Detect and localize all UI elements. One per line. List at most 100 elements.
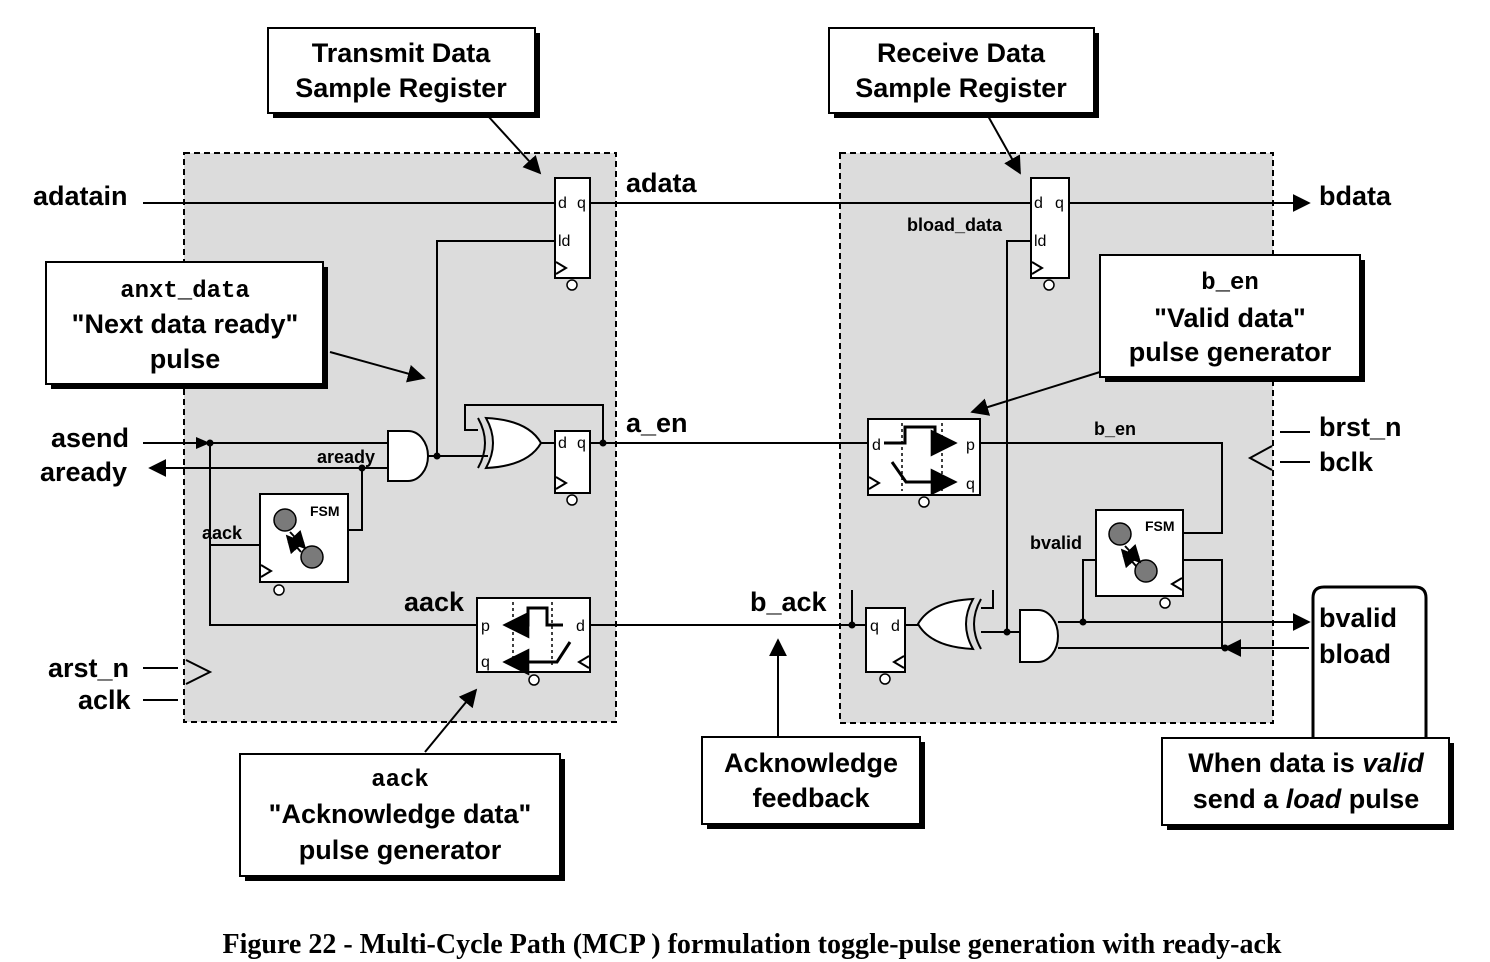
aack-callout-line1: "Acknowledge data" <box>269 799 532 829</box>
bclk-input-symbol <box>1247 445 1273 471</box>
a-fsm-state-2 <box>300 545 324 569</box>
aclk-input-symbol <box>185 659 213 685</box>
b-fsm-block <box>1095 509 1184 597</box>
a-fsm-reset-bubble <box>273 584 285 596</box>
anxt-callout <box>45 261 324 385</box>
b-fsm-reset-bubble <box>1159 597 1171 609</box>
b-xor-back-curve <box>973 598 982 650</box>
when-valid-callout <box>1161 737 1450 826</box>
signal-bload-data: bload_data <box>907 215 1003 235</box>
rx-register-title-2: Sample Register <box>855 73 1067 103</box>
signal-aack-internal: aack <box>202 523 243 543</box>
when-valid-line1: When data is valid <box>1188 748 1424 778</box>
port-asend: asend <box>51 423 129 453</box>
aack-callout-signal: aack <box>371 767 429 794</box>
signal-b-en-internal: b_en <box>1094 419 1136 439</box>
aack-gen-reset-bubble <box>528 674 540 686</box>
anxt-callout-line1: "Next data ready" <box>72 309 299 339</box>
b-xor-feedback-wire <box>981 590 994 609</box>
a-toggle-flop <box>554 430 591 494</box>
rx-data-register <box>1030 177 1070 279</box>
rx-reg-clock-symbol <box>1031 261 1044 275</box>
ack-feedback-callout <box>701 736 921 825</box>
tx-reg-pin-d: d <box>558 195 567 212</box>
aack-gen-pulse-trace <box>502 606 563 639</box>
a-xor-back-curve <box>477 417 486 469</box>
signal-aack: aack <box>404 587 465 617</box>
b-ack-flop <box>865 607 906 673</box>
tx-reg-pin-q: q <box>577 195 586 212</box>
b-xor-gate <box>916 597 975 651</box>
aack-callout <box>239 753 561 877</box>
signal-bvalid-internal: bvalid <box>1030 533 1082 553</box>
signal-a-en: a_en <box>626 408 688 438</box>
anxt-data-wire <box>436 240 555 456</box>
port-aclk: aclk <box>78 685 132 715</box>
a-and-gate <box>387 430 429 482</box>
tx-reg-pin-ld: ld <box>558 233 570 250</box>
tx-data-register <box>554 177 591 279</box>
when-valid-line2: send a load pulse <box>1193 784 1420 814</box>
bload-data-wire <box>1006 240 1031 632</box>
junction-bvalid <box>1079 618 1087 626</box>
aack-pulse-generator <box>476 597 591 673</box>
back-ff-pin-d: d <box>891 618 900 635</box>
ack-feedback-line2: feedback <box>752 783 870 813</box>
junction-back <box>848 621 856 629</box>
figure-caption: Figure 22 - Multi-Cycle Path (MCP ) form… <box>223 929 1282 960</box>
aack-callout-line2: pulse generator <box>299 835 502 865</box>
a-tff-pin-q: q <box>577 435 586 452</box>
aack-gen-q-trace <box>502 641 572 676</box>
b-output-port-tab <box>1311 585 1428 742</box>
ben-gen-pulse-trace <box>884 425 958 457</box>
b-en-pulse-generator <box>867 418 981 496</box>
aack-gen-pin-p: p <box>481 618 490 635</box>
port-adatain: adatain <box>33 181 128 211</box>
aack-gen-pin-d: d <box>576 618 585 635</box>
tx-register-callout <box>267 27 536 114</box>
a-fsm-clock-symbol <box>260 564 273 578</box>
port-arst-n: arst_n <box>48 653 129 683</box>
ack-feedback-line1: Acknowledge <box>724 748 898 778</box>
bvalid-int-wire <box>1082 559 1096 622</box>
tx-reg-reset-bubble <box>566 279 578 291</box>
rx-register-pointer <box>987 115 1021 175</box>
rx-reg-pin-d: d <box>1034 195 1043 212</box>
ben-gen-pin-d: d <box>872 437 881 454</box>
b-fsm-arc-2 <box>1120 548 1140 569</box>
fsm-b-wire <box>1183 559 1223 648</box>
junction-anxt <box>433 452 441 460</box>
fsm-ready-wire <box>348 468 363 531</box>
port-aready: aready <box>40 457 127 487</box>
anxt-callout-signal: anxt_data <box>120 278 250 305</box>
asend-arrowhead <box>196 437 210 449</box>
b-en-callout-signal: b_en <box>1201 270 1259 297</box>
ben-gen-pin-p: p <box>966 437 975 454</box>
anxt-callout-line2: pulse <box>150 344 221 374</box>
rx-register-callout <box>828 27 1095 114</box>
ben-gen-q-trace <box>890 461 958 496</box>
tx-reg-clock-symbol <box>555 261 568 275</box>
junction-aready <box>358 464 366 472</box>
port-brst-n: brst_n <box>1319 412 1402 442</box>
signal-adata: adata <box>626 168 698 198</box>
back-ff-clock-symbol <box>892 655 905 669</box>
b-fsm-state-2 <box>1134 559 1158 583</box>
b-en-callout-pointer <box>970 371 1101 416</box>
aack-loop-wire <box>209 443 477 626</box>
a-fsm-label: FSM <box>310 503 340 519</box>
a-fsm-arc-2 <box>285 534 305 555</box>
tx-register-pointer <box>487 115 542 175</box>
rx-reg-pin-q: q <box>1055 195 1064 212</box>
junction-bload-data <box>1003 628 1011 636</box>
b-en-callout-line1: "Valid data" <box>1154 303 1306 333</box>
b-fsm-label: FSM <box>1145 518 1175 534</box>
a-xor-gate <box>484 416 543 470</box>
junction-bload <box>1221 644 1229 652</box>
back-ff-pin-q: q <box>870 618 879 635</box>
ben-gen-pin-q: q <box>966 476 975 493</box>
ben-gen-clock-symbol <box>868 476 881 490</box>
rx-register-title-1: Receive Data <box>877 38 1046 68</box>
tx-register-title-2: Sample Register <box>295 73 507 103</box>
